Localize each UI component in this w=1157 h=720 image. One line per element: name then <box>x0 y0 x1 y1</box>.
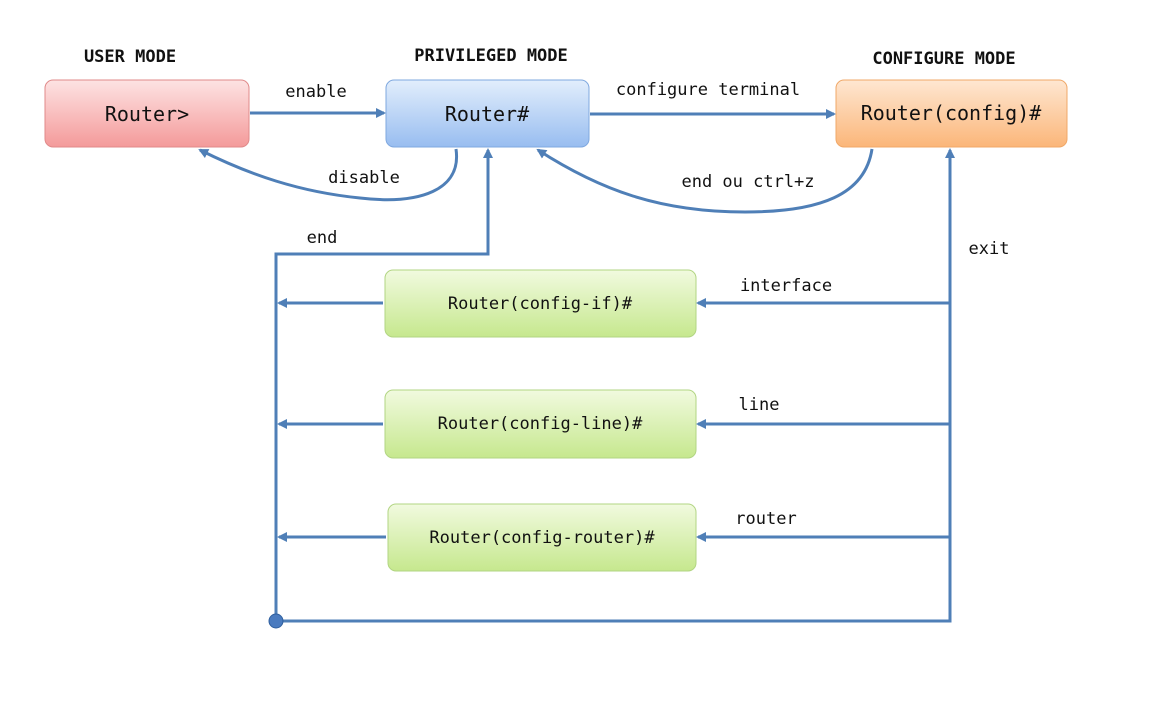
node-config-router: Router(config-router)# <box>387 503 697 572</box>
node-config-if: Router(config-if)# <box>384 269 697 338</box>
configure-terminal-label: configure terminal <box>616 80 800 100</box>
node-user-mode: Router> <box>44 79 250 148</box>
disable-label: disable <box>328 168 400 188</box>
enable-label: enable <box>285 82 346 102</box>
disable-arrow <box>198 148 459 202</box>
node-privileged-mode: Router# <box>385 79 590 148</box>
exit-return-path <box>276 148 955 623</box>
privileged-mode-title: PRIVILEGED MODE <box>414 46 568 66</box>
interface-label: interface <box>740 276 832 296</box>
node-user-mode-label: Router> <box>105 102 189 126</box>
node-configure-mode-label: Router(config)# <box>861 101 1042 125</box>
configure-mode-title: CONFIGURE MODE <box>872 49 1015 69</box>
node-config-if-label: Router(config-if)# <box>448 294 633 314</box>
node-config-line-label: Router(config-line)# <box>438 414 643 434</box>
node-configure-mode: Router(config)# <box>835 79 1068 148</box>
node-privileged-mode-label: Router# <box>445 102 529 126</box>
end-ctrl-z-arrow <box>536 148 874 214</box>
end-label: end <box>307 228 338 248</box>
line-label: line <box>739 395 780 415</box>
end-ctrl-z-label: end ou ctrl+z <box>681 172 814 192</box>
router-label: router <box>735 509 796 529</box>
end-return-path <box>274 148 493 620</box>
junction-dot <box>268 613 284 629</box>
node-config-line: Router(config-line)# <box>384 389 697 459</box>
node-config-router-label: Router(config-router)# <box>429 528 655 548</box>
exit-label: exit <box>969 239 1010 259</box>
user-mode-title: USER MODE <box>84 47 176 67</box>
